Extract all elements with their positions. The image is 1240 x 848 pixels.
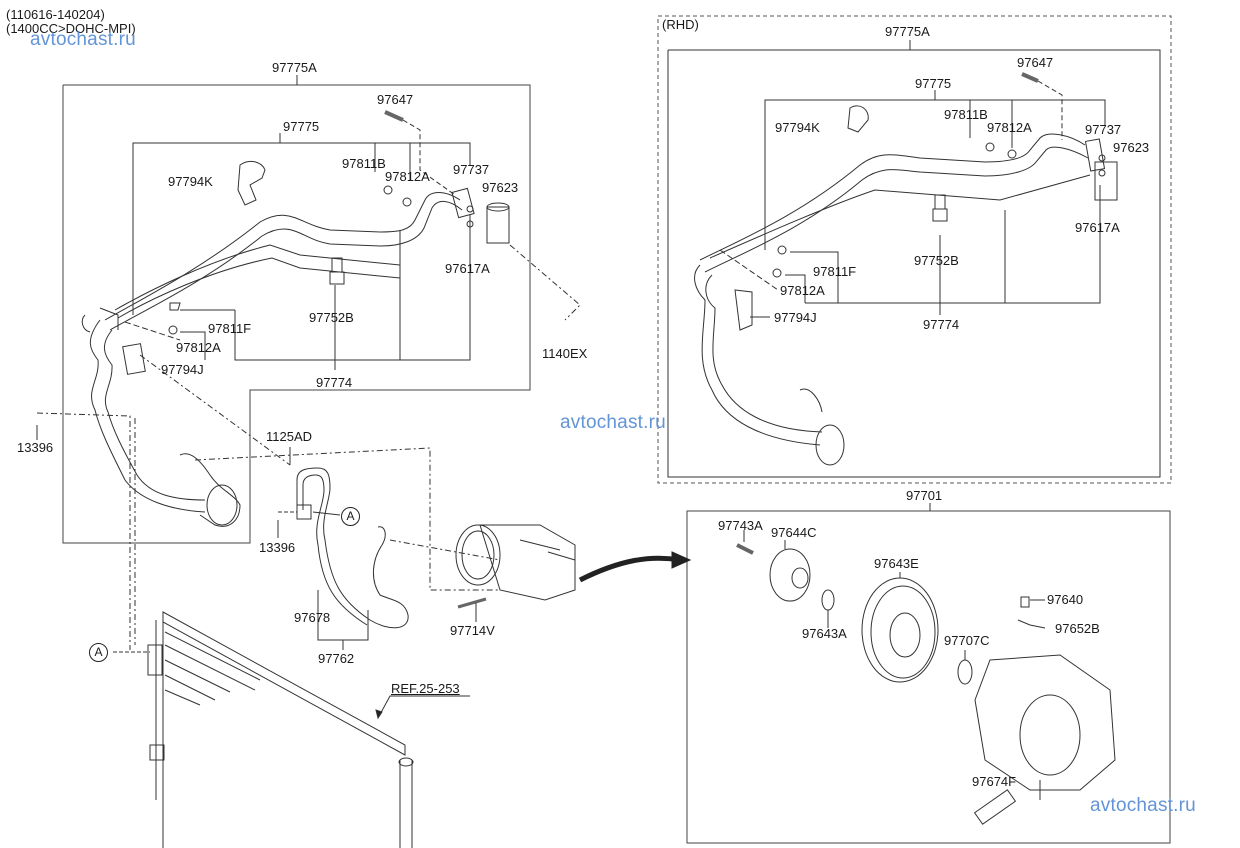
part-97701[interactable]: 97701 bbox=[906, 488, 943, 503]
watermark-top-left: avtochast.ru bbox=[30, 29, 136, 50]
condenser bbox=[113, 612, 470, 848]
part-97794K[interactable]: 97794K bbox=[168, 174, 213, 189]
rhd-part-97647[interactable]: 97647 bbox=[1017, 55, 1054, 70]
part-97678[interactable]: 97678 bbox=[294, 610, 331, 625]
rhd-tag: (RHD) bbox=[662, 17, 699, 32]
rhd-part-97623[interactable]: 97623 bbox=[1113, 140, 1150, 155]
part-97794J[interactable]: 97794J bbox=[161, 362, 204, 377]
connector-a-marker[interactable]: A bbox=[341, 507, 360, 526]
ref-25-253[interactable]: REF.25-253 bbox=[391, 681, 460, 696]
rhd-part-97812A-lower[interactable]: 97812A bbox=[780, 283, 825, 298]
watermark-bottom-right: avtochast.ru bbox=[1090, 795, 1196, 816]
production-period: (110616-140204) bbox=[6, 7, 105, 22]
part-97774[interactable]: 97774 bbox=[316, 375, 353, 390]
rhd-frame bbox=[658, 16, 1171, 483]
rhd-part-97812A[interactable]: 97812A bbox=[987, 120, 1032, 135]
part-97674F[interactable]: 97674F bbox=[972, 774, 1017, 789]
part-97737[interactable]: 97737 bbox=[453, 162, 490, 177]
lhd-suction-hose bbox=[82, 112, 580, 526]
rhd-part-97752B[interactable]: 97752B bbox=[914, 253, 959, 268]
rhd-part-97811F[interactable]: 97811F bbox=[813, 264, 857, 279]
lhd-lower-lines bbox=[37, 355, 575, 650]
part-1140EX[interactable]: 1140EX bbox=[542, 346, 588, 361]
part-97652B[interactable]: 97652B bbox=[1055, 621, 1100, 636]
part-13396-center[interactable]: 13396 bbox=[259, 540, 296, 555]
part-97752B[interactable]: 97752B bbox=[309, 310, 354, 325]
part-97812A-lower[interactable]: 97812A bbox=[176, 340, 221, 355]
rhd-part-97794K[interactable]: 97794K bbox=[775, 120, 820, 135]
part-97647[interactable]: 97647 bbox=[377, 92, 414, 107]
compressor-frame bbox=[580, 503, 1170, 843]
part-97643A[interactable]: 97643A bbox=[802, 626, 847, 641]
part-13396-left[interactable]: 13396 bbox=[17, 440, 54, 455]
part-97623[interactable]: 97623 bbox=[482, 180, 519, 195]
part-97707C[interactable]: 97707C bbox=[944, 633, 990, 648]
part-97775A[interactable]: 97775A bbox=[272, 60, 317, 75]
part-97643E[interactable]: 97643E bbox=[874, 556, 919, 571]
watermark-center: avtochast.ru bbox=[560, 412, 666, 433]
connector-a-marker-condenser[interactable]: A bbox=[89, 643, 108, 662]
engine-spec: (1400CC>DOHC-MPI) bbox=[6, 21, 136, 36]
rhd-part-97794J[interactable]: 97794J bbox=[774, 310, 817, 325]
part-97644C[interactable]: 97644C bbox=[771, 525, 817, 540]
part-97775[interactable]: 97775 bbox=[283, 119, 320, 134]
rhd-part-97811B[interactable]: 97811B bbox=[944, 107, 988, 122]
part-97640[interactable]: 97640 bbox=[1047, 592, 1084, 607]
rhd-part-97737[interactable]: 97737 bbox=[1085, 122, 1122, 137]
rhd-part-97774[interactable]: 97774 bbox=[923, 317, 960, 332]
part-97743A[interactable]: 97743A bbox=[718, 518, 763, 533]
part-97762[interactable]: 97762 bbox=[318, 651, 355, 666]
part-97617A[interactable]: 97617A bbox=[445, 261, 490, 276]
part-97812A[interactable]: 97812A bbox=[385, 169, 430, 184]
rhd-part-97617A[interactable]: 97617A bbox=[1075, 220, 1120, 235]
part-97811B[interactable]: 97811B bbox=[342, 156, 386, 171]
rhd-part-97775A[interactable]: 97775A bbox=[885, 24, 930, 39]
part-1125AD[interactable]: 1125AD bbox=[266, 429, 313, 444]
part-97714V[interactable]: 97714V bbox=[450, 623, 495, 638]
lhd-assembly-frame bbox=[63, 75, 530, 543]
part-97811F[interactable]: 97811F bbox=[208, 321, 252, 336]
rhd-part-97775[interactable]: 97775 bbox=[915, 76, 952, 91]
